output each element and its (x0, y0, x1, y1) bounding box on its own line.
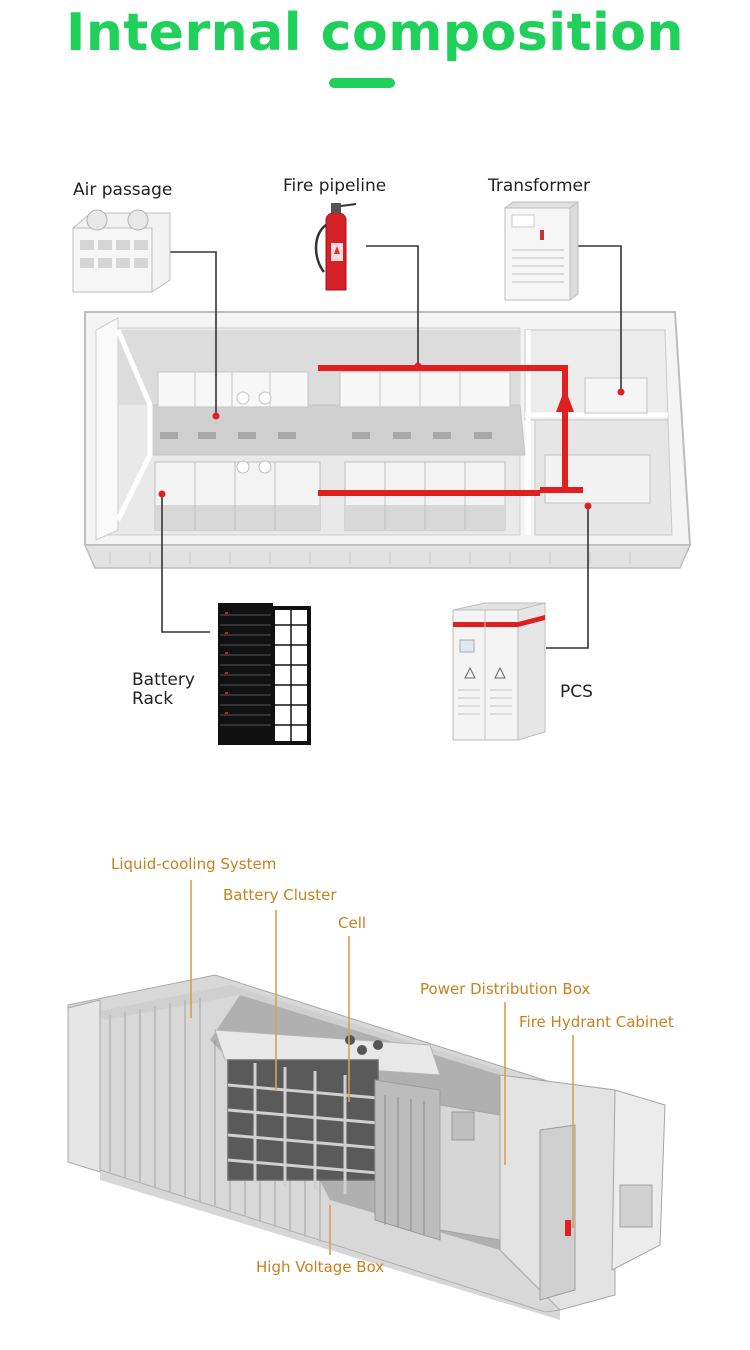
label-transformer: Transformer (488, 176, 591, 196)
label-fire-pipeline: Fire pipeline (283, 176, 387, 196)
label-battery-rack-line2: Rack (132, 689, 174, 709)
fire-pipe-route (318, 365, 583, 496)
label-power-distribution-box: Power Distribution Box (420, 980, 591, 998)
label-high-voltage-box: High Voltage Box (256, 1258, 385, 1276)
label-battery-cluster: Battery Cluster (223, 886, 337, 904)
inner-pcs-box (544, 454, 651, 504)
label-pcs: PCS (560, 682, 593, 702)
inner-transformer-box (584, 377, 648, 414)
label-liquid-cooling-system: Liquid-cooling System (111, 855, 277, 873)
title-underline (329, 78, 395, 88)
label-battery-rack-line1: Battery (132, 670, 195, 690)
page-title: Internal composition (65, 3, 685, 63)
pcs-cabinet-icon (452, 602, 546, 741)
upper-battery-modules (157, 371, 511, 408)
transformer-icon (503, 201, 580, 301)
label-air-passage: Air passage (73, 180, 173, 200)
top-leader-lines (161, 245, 622, 649)
container-layout-diagram (72, 201, 692, 745)
cutaway-leader-lines (190, 880, 574, 1255)
fire-extinguisher-icon (314, 203, 357, 291)
label-fire-hydrant-cabinet: Fire Hydrant Cabinet (519, 1013, 674, 1031)
battery-rack-icon (218, 603, 311, 745)
air-conditioner-icon (72, 209, 171, 293)
label-cell: Cell (338, 914, 367, 932)
